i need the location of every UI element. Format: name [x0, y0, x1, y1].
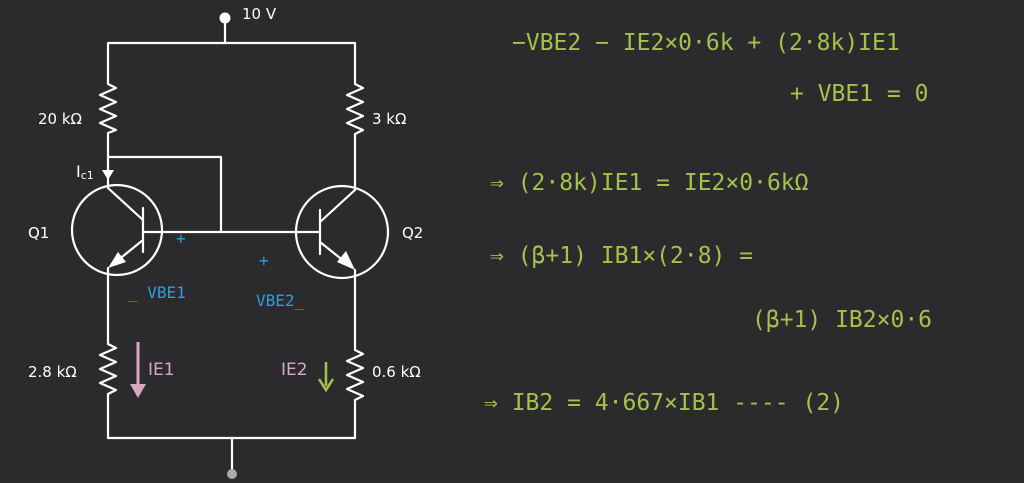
ie1-arrow: [130, 342, 146, 398]
equation-line-4: ⇒ (β+1) IB1×(2·8) =: [490, 243, 753, 269]
ic1-label: Ic1: [76, 162, 94, 182]
resistor-0p6k-label: 0.6 kΩ: [372, 363, 421, 381]
top-rail: [106, 41, 357, 82]
vbe1-plus: +: [176, 229, 186, 248]
q1-transistor: [70, 176, 164, 294]
feedback-wire: [106, 155, 223, 234]
resistor-20k-label: 20 kΩ: [38, 110, 82, 128]
vbe2-note: VBE2_: [256, 291, 305, 310]
q2-transistor: [294, 184, 390, 302]
supply-terminal: [219, 12, 231, 45]
ie1-note: IE1: [148, 360, 175, 380]
ie2-arrow: [317, 362, 335, 393]
ground-terminal: [227, 469, 237, 479]
resistor-3k: [345, 76, 365, 192]
resistor-0p6k: [345, 344, 365, 440]
vbe2-plus: +: [259, 251, 269, 270]
ic1-arrow: [102, 170, 114, 180]
equation-line-6: ⇒ IB2 = 4·667×IB1 ---- (2): [484, 390, 844, 416]
q2-label: Q2: [402, 224, 423, 242]
equation-line-5: (β+1) IB2×0·6: [752, 307, 932, 333]
equation-block: −VBE2 − IE2×0·6k + (2·8k)IE1 + VBE1 = 0 …: [484, 30, 932, 416]
vbe1-note: _ VBE1: [128, 283, 186, 302]
q1-label: Q1: [28, 224, 49, 242]
ie2-note: IE2: [281, 360, 308, 380]
resistor-20k: [98, 78, 118, 140]
equation-line-1: −VBE2 − IE2×0·6k + (2·8k)IE1: [512, 30, 900, 56]
resistor-3k-label: 3 kΩ: [372, 110, 406, 128]
equation-line-3: ⇒ (2·8k)IE1 = IE2×0·6kΩ: [490, 170, 809, 196]
resistor-2p8k-label: 2.8 kΩ: [28, 363, 77, 381]
supply-label: 10 V: [242, 5, 277, 23]
resistor-2p8k: [98, 338, 118, 440]
equation-line-2: + VBE1 = 0: [790, 81, 928, 107]
